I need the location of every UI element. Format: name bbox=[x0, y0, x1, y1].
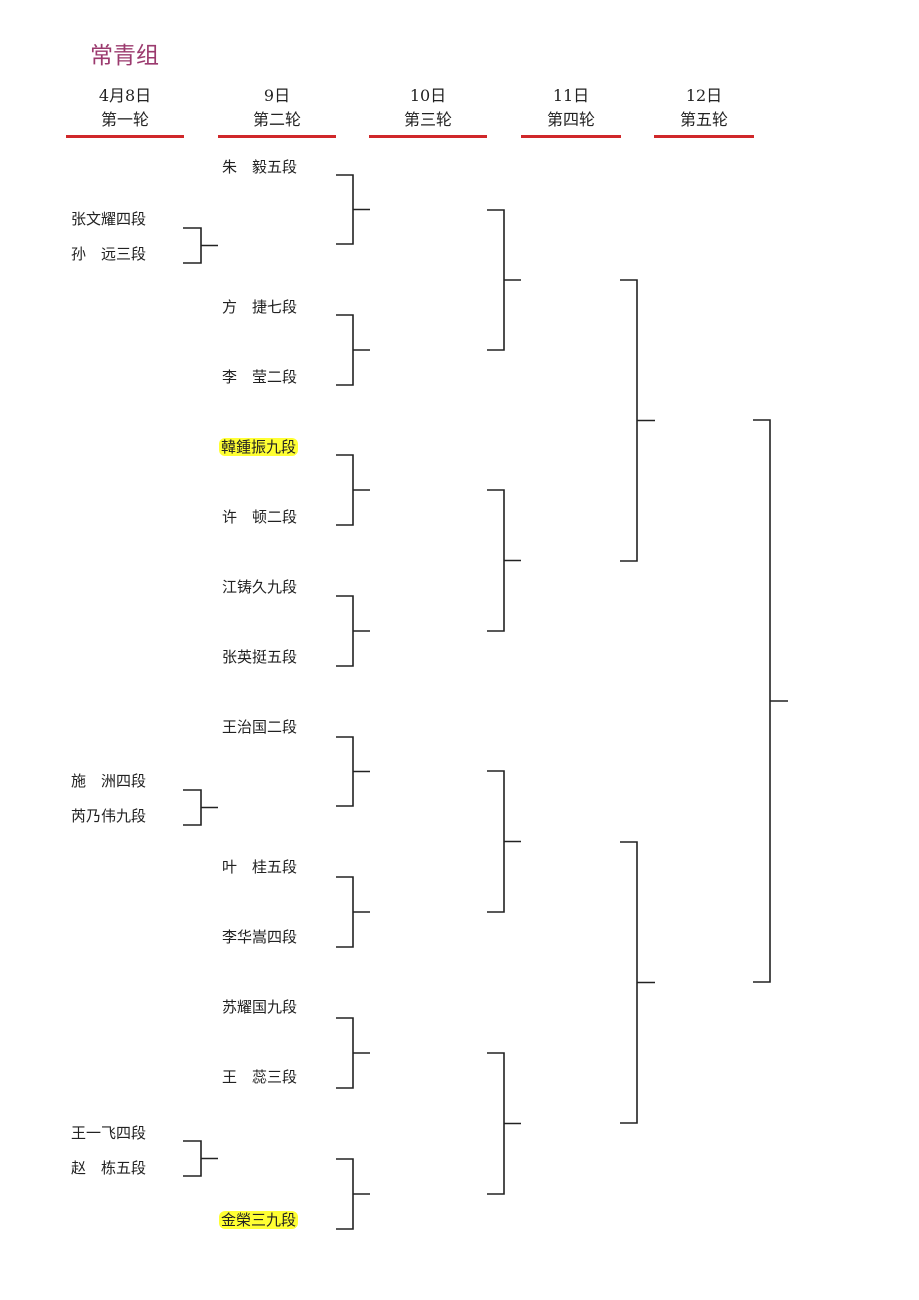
player-name: 张文耀四段 bbox=[71, 209, 146, 229]
player-name-text: 李华嵩四段 bbox=[222, 928, 298, 946]
group-title: 常青组 bbox=[90, 43, 159, 69]
player-name: 叶 桂五段 bbox=[222, 857, 297, 877]
player-name-text: 赵 栋五段 bbox=[71, 1159, 147, 1177]
round-date: 10日 bbox=[409, 86, 447, 105]
player-name: 施 洲四段 bbox=[71, 771, 146, 791]
bracket-round2 bbox=[336, 1017, 370, 1089]
player-name: 孙 远三段 bbox=[71, 244, 146, 264]
player-name: 李华嵩四段 bbox=[222, 927, 297, 947]
round-underline bbox=[369, 135, 487, 138]
player-name: 金榮三九段 bbox=[219, 1210, 299, 1230]
player-name-text: 方 捷七段 bbox=[222, 298, 298, 316]
round-header-5: 12日第五轮 bbox=[654, 84, 754, 138]
player-name: 芮乃伟九段 bbox=[71, 806, 146, 826]
bracket-round3 bbox=[487, 489, 521, 632]
round-underline bbox=[218, 135, 336, 138]
bracket-round1 bbox=[183, 227, 218, 264]
round-underline bbox=[521, 135, 621, 138]
bracket-round2 bbox=[336, 174, 370, 245]
player-name-text: 叶 桂五段 bbox=[222, 858, 298, 876]
player-name: 韓鍾振九段 bbox=[219, 437, 299, 457]
round-label: 第五轮 bbox=[679, 110, 728, 129]
player-name: 许 顿二段 bbox=[222, 507, 297, 527]
round-label: 第二轮 bbox=[252, 110, 301, 129]
bracket-round4 bbox=[620, 841, 655, 1124]
player-name-text: 许 顿二段 bbox=[222, 508, 298, 526]
player-name: 王 蕊三段 bbox=[222, 1067, 297, 1087]
player-name: 方 捷七段 bbox=[222, 297, 297, 317]
player-name: 王一飞四段 bbox=[71, 1123, 146, 1143]
bracket-round2 bbox=[336, 454, 370, 526]
player-name-text: 李 莹二段 bbox=[222, 368, 298, 386]
round-date: 4月8日 bbox=[98, 86, 152, 105]
bracket-round2 bbox=[336, 876, 370, 948]
bracket-final bbox=[753, 419, 788, 983]
round-header-1: 4月8日第一轮 bbox=[66, 84, 184, 138]
bracket-round3 bbox=[487, 770, 521, 913]
bracket-round1 bbox=[183, 789, 218, 826]
player-name-text: 王治国二段 bbox=[222, 718, 298, 736]
bracket-round3 bbox=[487, 209, 521, 351]
round-underline bbox=[66, 135, 184, 138]
player-name: 王治国二段 bbox=[222, 717, 297, 737]
bracket-round3 bbox=[487, 1052, 521, 1195]
player-name-text: 张文耀四段 bbox=[71, 210, 147, 228]
player-name: 赵 栋五段 bbox=[71, 1158, 146, 1178]
player-name: 李 莹二段 bbox=[222, 367, 297, 387]
player-name-text: 芮乃伟九段 bbox=[71, 807, 147, 825]
round-label: 第四轮 bbox=[546, 110, 595, 129]
round-label: 第三轮 bbox=[403, 110, 452, 129]
player-name-text: 朱 毅五段 bbox=[222, 158, 298, 176]
player-name: 张英挺五段 bbox=[222, 647, 297, 667]
round-date: 9日 bbox=[263, 86, 291, 105]
bracket-round2 bbox=[336, 314, 370, 386]
player-name-text: 韓鍾振九段 bbox=[219, 438, 299, 456]
round-header-3: 10日第三轮 bbox=[369, 84, 487, 138]
round-underline bbox=[654, 135, 754, 138]
player-name-text: 江铸久九段 bbox=[222, 578, 298, 596]
round-label: 第一轮 bbox=[100, 110, 149, 129]
bracket-round2 bbox=[336, 736, 370, 807]
bracket-round4 bbox=[620, 279, 655, 562]
player-name-text: 金榮三九段 bbox=[219, 1211, 299, 1229]
round-header-2: 9日第二轮 bbox=[218, 84, 336, 138]
player-name-text: 王 蕊三段 bbox=[222, 1068, 298, 1086]
round-header-4: 11日第四轮 bbox=[521, 84, 621, 138]
bracket-round1 bbox=[183, 1140, 218, 1177]
bracket-round2 bbox=[336, 1158, 370, 1230]
player-name: 朱 毅五段 bbox=[222, 157, 297, 177]
round-date: 11日 bbox=[552, 86, 590, 105]
player-name-text: 孙 远三段 bbox=[71, 245, 147, 263]
player-name-text: 张英挺五段 bbox=[222, 648, 298, 666]
player-name-text: 苏耀国九段 bbox=[222, 998, 298, 1016]
round-date: 12日 bbox=[685, 86, 723, 105]
player-name: 江铸久九段 bbox=[222, 577, 297, 597]
player-name-text: 王一飞四段 bbox=[71, 1124, 147, 1142]
bracket-round2 bbox=[336, 595, 370, 667]
player-name-text: 施 洲四段 bbox=[71, 772, 147, 790]
player-name: 苏耀国九段 bbox=[222, 997, 297, 1017]
